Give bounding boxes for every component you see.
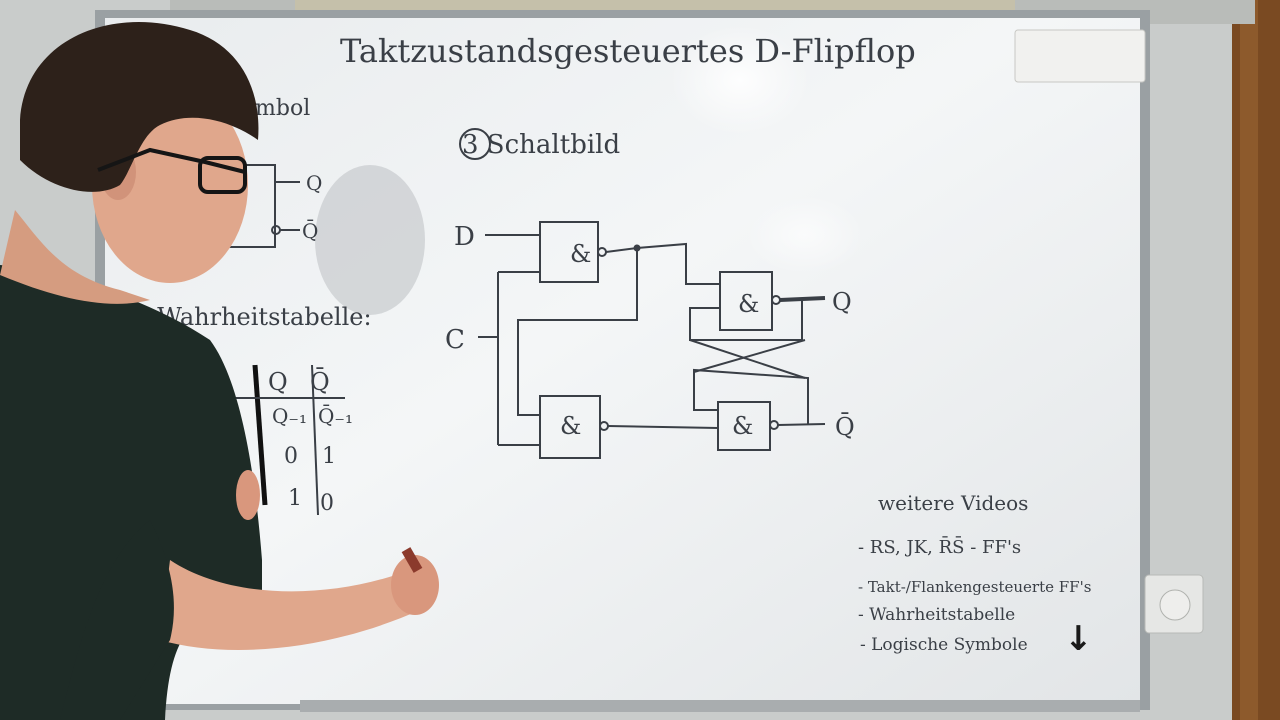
marker-tray: [300, 700, 1140, 712]
notes-item: - Wahrheitstabelle: [858, 605, 1015, 625]
shadow: [315, 165, 425, 315]
section-circuit-label: 3 Schaltbild: [462, 130, 620, 160]
glasses: [97, 147, 246, 174]
table-header-qbar: Q̄: [310, 368, 330, 396]
notes-item: - Logische Symbole: [860, 635, 1028, 655]
circuit-input-c: C: [445, 325, 465, 355]
notes-item: - RS, JK, R̄S̄ - FF's: [858, 535, 1021, 558]
notes-item: - Takt-/Flankengesteuerte FF's: [858, 578, 1091, 596]
presenter: [0, 22, 439, 720]
down-arrow-icon: ↓: [1064, 619, 1093, 659]
gate-label: &: [560, 412, 581, 440]
gate-label: &: [738, 290, 759, 318]
gate-label: &: [570, 240, 591, 268]
light-glare: [670, 25, 810, 135]
board-title: Taktzustandsgesteuertes D-Flipflop: [340, 32, 916, 70]
symbol-q-label: Q: [306, 171, 322, 195]
circuit-output-q: Q: [832, 288, 852, 316]
gate-label: &: [732, 412, 753, 440]
circuit-output-qbar: Q̄: [835, 413, 855, 441]
circuit-input-d: D: [454, 222, 475, 252]
projector-box: [1014, 29, 1146, 83]
table-cell: Q₋₁: [272, 404, 307, 428]
wristband: [401, 547, 423, 573]
symbol-qbar-label: Q̄: [302, 218, 318, 243]
hair: [20, 22, 259, 192]
hand: [391, 555, 439, 615]
arm: [160, 560, 420, 650]
table-header-q: Q: [268, 368, 288, 396]
notes-heading: weitere Videos: [878, 491, 1028, 515]
section-number-circle: [459, 128, 491, 160]
table-cell: 1: [288, 486, 302, 511]
table-cell: Q̄₋₁: [318, 403, 353, 428]
table-cell: 0: [320, 491, 334, 516]
table-cell: 1: [322, 444, 336, 469]
circuit-diagram: [478, 221, 826, 459]
section-symbol-label: mbol: [255, 96, 310, 121]
table-cell: 0: [284, 444, 298, 469]
